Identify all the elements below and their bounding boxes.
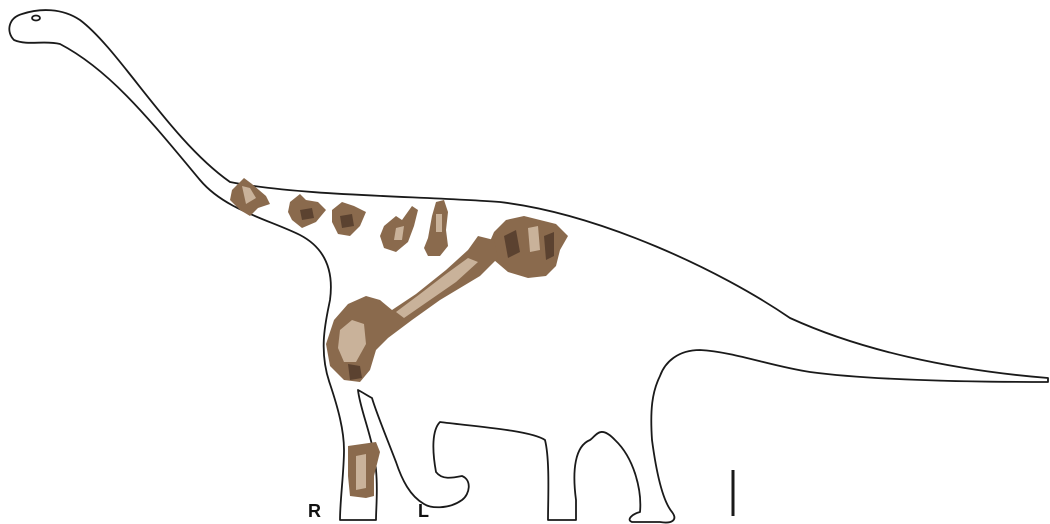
tibia-fossil bbox=[348, 442, 380, 498]
vertebra-3 bbox=[332, 202, 366, 236]
vertebra-4 bbox=[380, 206, 418, 252]
right-limb-label: R bbox=[308, 502, 321, 520]
vertebra-2 bbox=[288, 194, 326, 228]
left-limb-label: L bbox=[418, 502, 429, 520]
vertebra-5 bbox=[424, 200, 448, 256]
vertebra-series-sacral bbox=[488, 216, 568, 278]
eye-mark bbox=[32, 16, 40, 21]
long-bone-fossil bbox=[326, 236, 498, 382]
